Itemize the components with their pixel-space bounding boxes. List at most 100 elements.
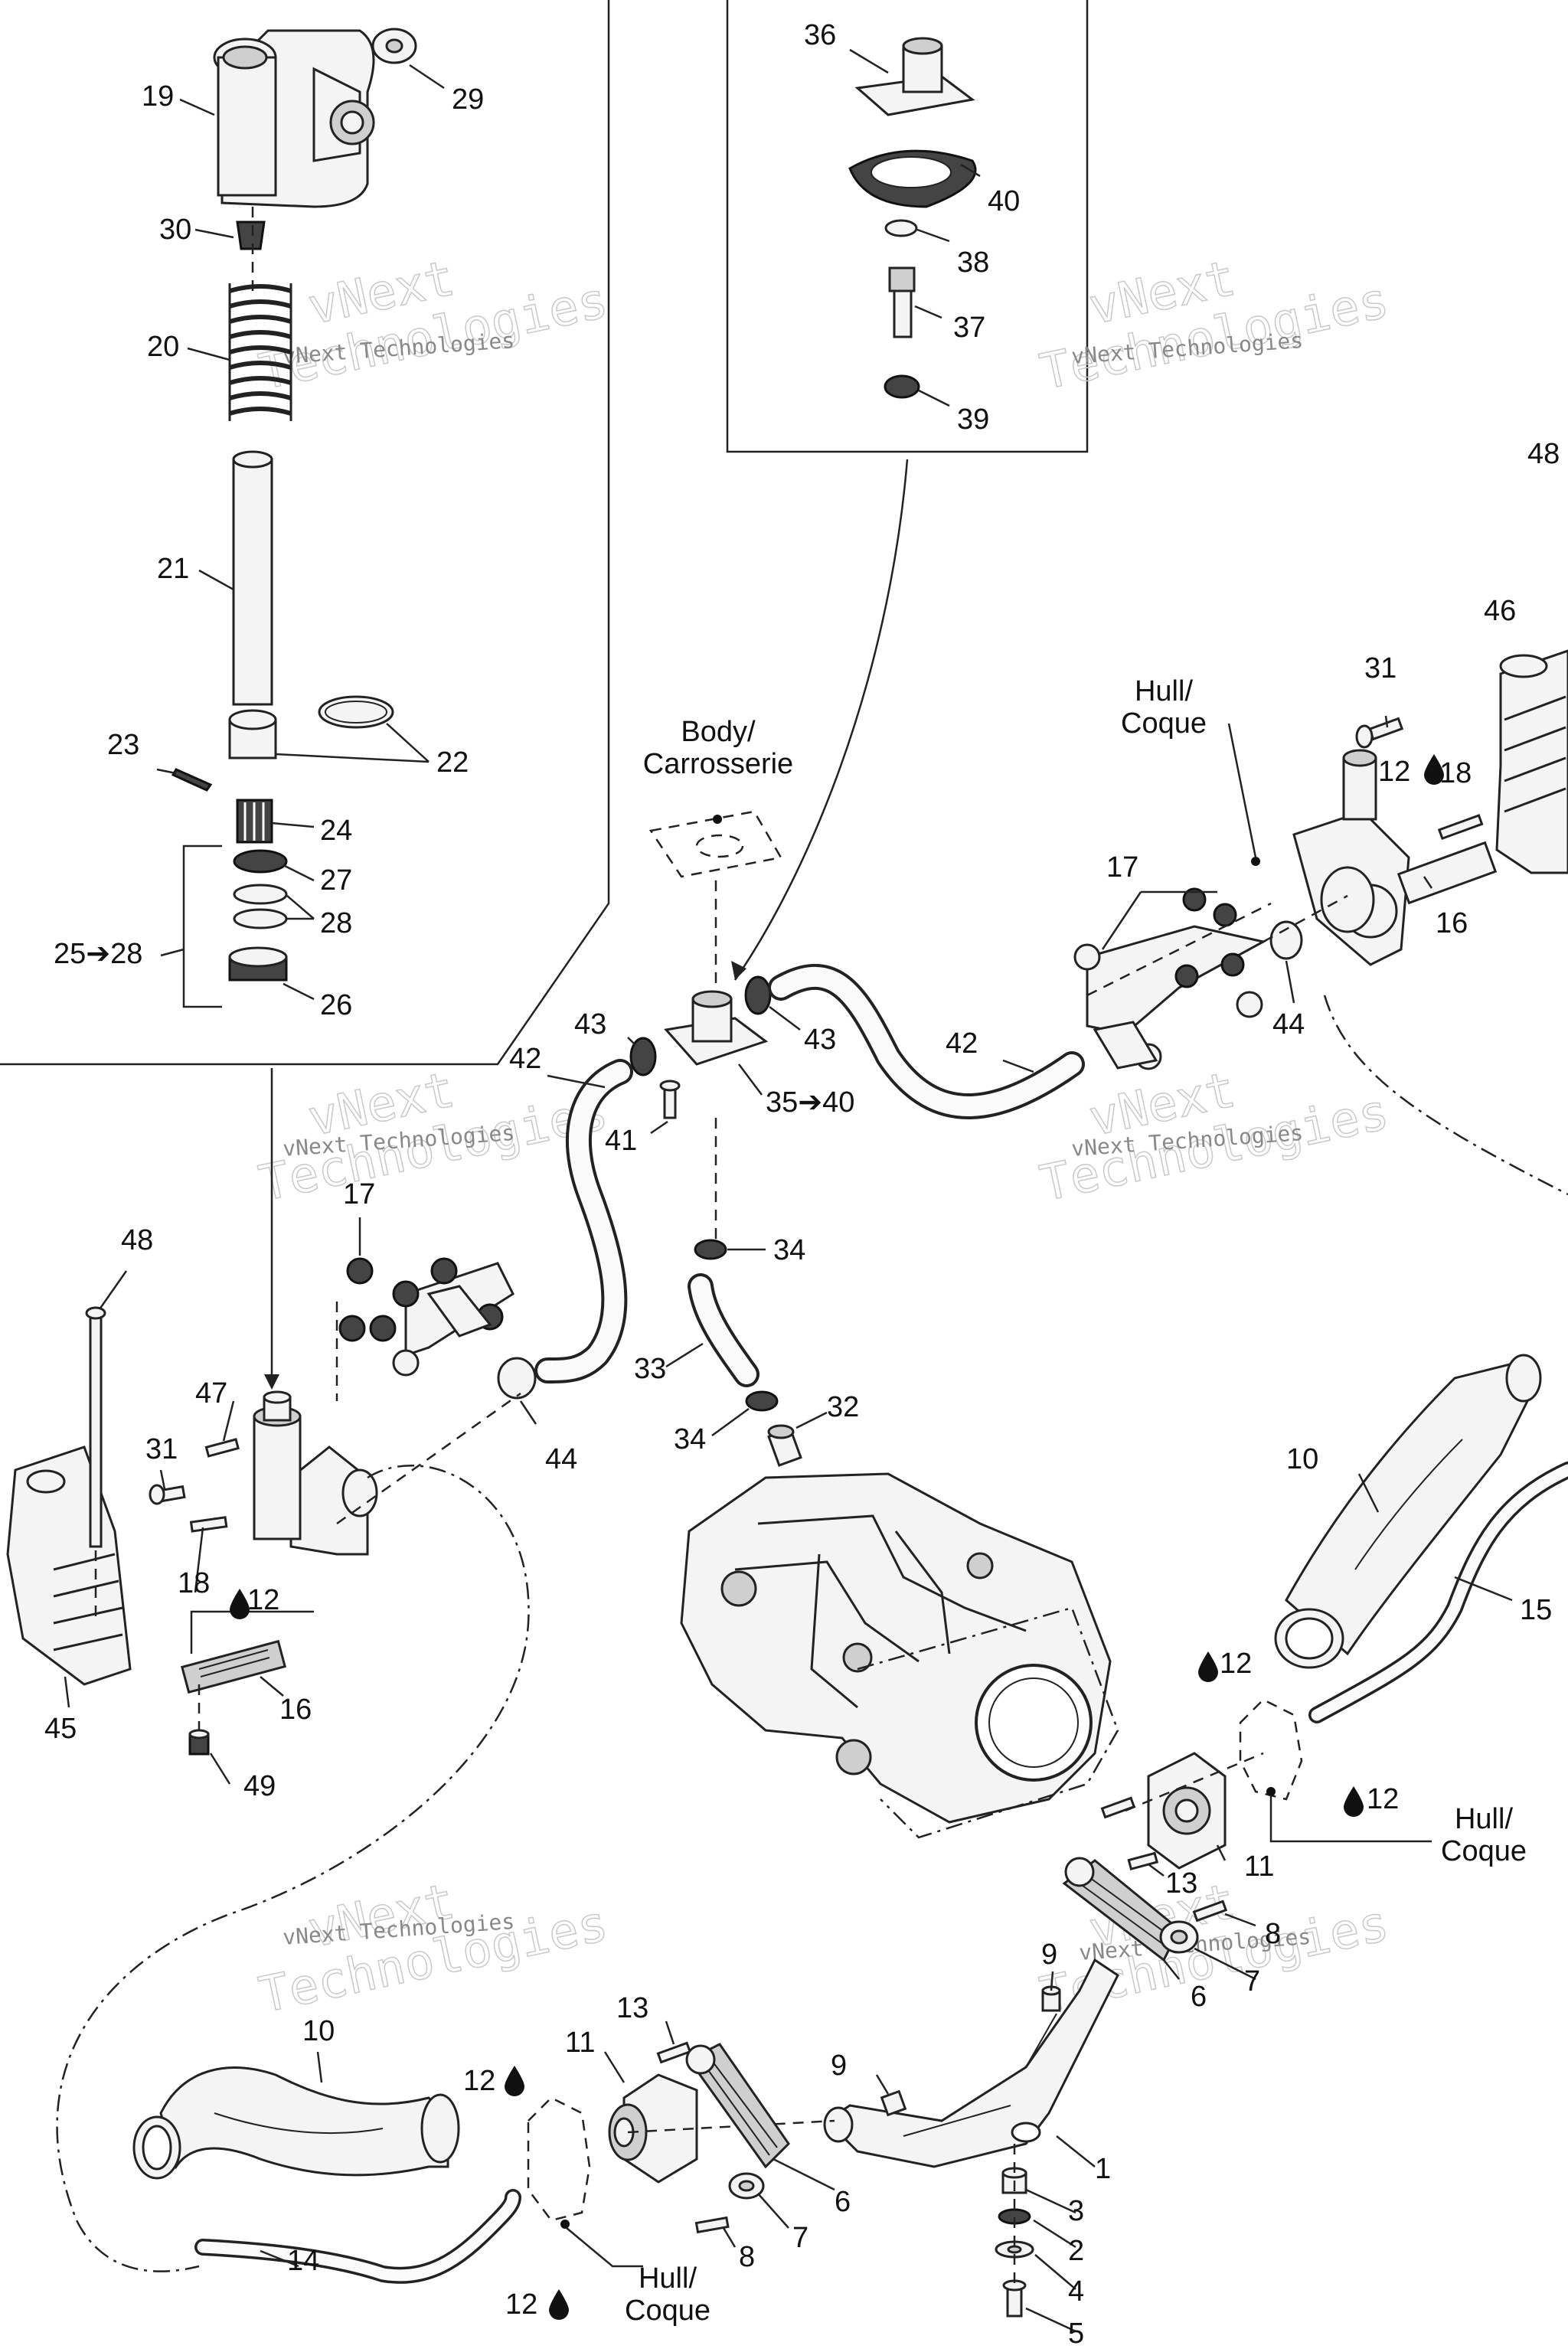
- part-13-screw-left: [656, 2041, 692, 2064]
- label-18-top: 18: [1439, 757, 1472, 789]
- label-17-top: 17: [1106, 851, 1138, 884]
- drop-icon: [549, 2289, 569, 2320]
- label-16-top: 16: [1436, 907, 1468, 939]
- part-47-screw: [204, 1438, 240, 1458]
- arrow-top-inset: [733, 459, 909, 981]
- label-42-right: 42: [946, 1027, 978, 1060]
- label-18-left: 18: [178, 1567, 210, 1599]
- label-7-left: 7: [792, 2222, 808, 2254]
- part-31-screw-top: [1355, 717, 1404, 749]
- cable-right: [1323, 995, 1568, 1196]
- label-5: 5: [1068, 2318, 1084, 2350]
- part-37-plunger: [888, 266, 916, 338]
- pump-housing-outline: [857, 1606, 1119, 1839]
- part-1-arm: [823, 1958, 1119, 2168]
- leader-lines: [64, 48, 1513, 2333]
- part-21-shaft: [232, 450, 273, 706]
- part-10-duct-left: [132, 2066, 460, 2180]
- part-28-ring-b: [233, 908, 288, 929]
- label-46: 46: [1484, 595, 1516, 627]
- label-34-top: 34: [773, 1234, 805, 1266]
- part-11-pivot-right: [1147, 1752, 1227, 1870]
- drop-icon: [505, 2066, 524, 2096]
- callout-hull-bottom: Hull/: [639, 2262, 697, 2295]
- callout-hull-bottom-2: Coque: [625, 2295, 710, 2327]
- part-31-screw-left: [149, 1484, 186, 1505]
- part-16-link-left: [180, 1639, 287, 1694]
- label-22: 22: [436, 746, 469, 779]
- hull-flange-right: [1239, 1698, 1303, 1801]
- part-42-hose-left: [534, 1059, 633, 1383]
- label-41: 41: [605, 1125, 637, 1157]
- label-16-left: 16: [279, 1694, 312, 1726]
- label-48-left: 48: [121, 1224, 153, 1256]
- drop-icon: [1198, 1651, 1218, 1682]
- part-19-housing: [213, 29, 375, 208]
- part-6-lever-left: [685, 2043, 790, 2169]
- watermark-group: vNext Technologies vNext Technologies vN…: [254, 250, 1394, 2025]
- plunger-assembly: [848, 37, 977, 399]
- label-47: 47: [195, 1377, 227, 1410]
- label-25-28: 25➔28: [54, 938, 142, 970]
- label-13-right: 13: [1165, 1867, 1197, 1900]
- label-2: 2: [1068, 2235, 1084, 2267]
- part-43-clamp-right: [744, 975, 772, 1015]
- part-48-bolt: [85, 1306, 106, 1548]
- label-42-left: 42: [509, 1043, 541, 1075]
- part-49-nut: [188, 1729, 210, 1756]
- part-29-washer: [371, 28, 417, 64]
- hull-flange-left: [527, 2096, 591, 2222]
- part-28-ring-a: [233, 884, 288, 905]
- part-26-nut: [228, 946, 288, 982]
- label-26: 26: [320, 989, 352, 1021]
- part-32-fitting: [767, 1424, 802, 1467]
- part-22-bushing: [228, 695, 394, 760]
- left-inset-frame: [0, 0, 610, 1066]
- part-8-screw-right: [1192, 1900, 1228, 1922]
- part-18-screw-top: [1437, 814, 1484, 841]
- top-inset-frame: [726, 0, 1089, 453]
- label-12-right-lower: 12: [1367, 1783, 1399, 1815]
- part-30-pin: [236, 220, 266, 250]
- drop-icon: [1344, 1786, 1364, 1817]
- callout-hull-right-2: Coque: [1441, 1835, 1527, 1867]
- label-17-left: 17: [343, 1178, 375, 1210]
- part-9-nut-lower: [880, 2089, 907, 2117]
- callout-hull-top-2: Coque: [1121, 707, 1207, 740]
- label-28: 28: [320, 907, 352, 939]
- drop-icon: [1424, 754, 1444, 785]
- label-19: 19: [142, 80, 174, 113]
- label-12-left-lower: 12: [505, 2288, 537, 2321]
- label-38: 38: [957, 247, 989, 279]
- label-12-left: 12: [247, 1584, 279, 1616]
- part-5-bolt: [1002, 2279, 1027, 2318]
- part-40-gasket: [848, 149, 977, 208]
- label-43-right: 43: [804, 1024, 836, 1056]
- part-27-bearing: [233, 849, 288, 874]
- part-24-spline: [236, 799, 273, 844]
- label-49: 49: [243, 1770, 276, 1802]
- part-34-clamp-bottom: [745, 1390, 779, 1412]
- label-8-left: 8: [739, 2241, 755, 2273]
- label-11-right: 11: [1244, 1851, 1274, 1883]
- part-34-clamp-top: [694, 1239, 727, 1260]
- callout-body: Body/: [681, 716, 756, 748]
- label-9-lower: 9: [831, 2050, 847, 2082]
- label-15: 15: [1520, 1594, 1552, 1626]
- label-10-left: 10: [302, 2015, 335, 2047]
- label-10-right: 10: [1286, 1443, 1318, 1475]
- label-14: 14: [287, 2245, 319, 2277]
- label-29: 29: [452, 83, 484, 116]
- label-12-left-upper: 12: [463, 2065, 495, 2097]
- label-31-top: 31: [1364, 652, 1396, 684]
- label-37: 37: [953, 312, 985, 344]
- part-10-duct-right: [1274, 1354, 1542, 1669]
- label-8-right: 8: [1265, 1918, 1281, 1950]
- lubricant-drop-icons: [230, 754, 1444, 2320]
- part-7-washer-left: [728, 2172, 765, 2200]
- label-27: 27: [320, 864, 352, 897]
- part-18-screw-left: [189, 1516, 228, 1533]
- part-number-labels: 19 29 30 20 21 23 22 24 27 28 25➔28 26 3…: [44, 19, 1560, 2350]
- label-44-top: 44: [1272, 1008, 1305, 1040]
